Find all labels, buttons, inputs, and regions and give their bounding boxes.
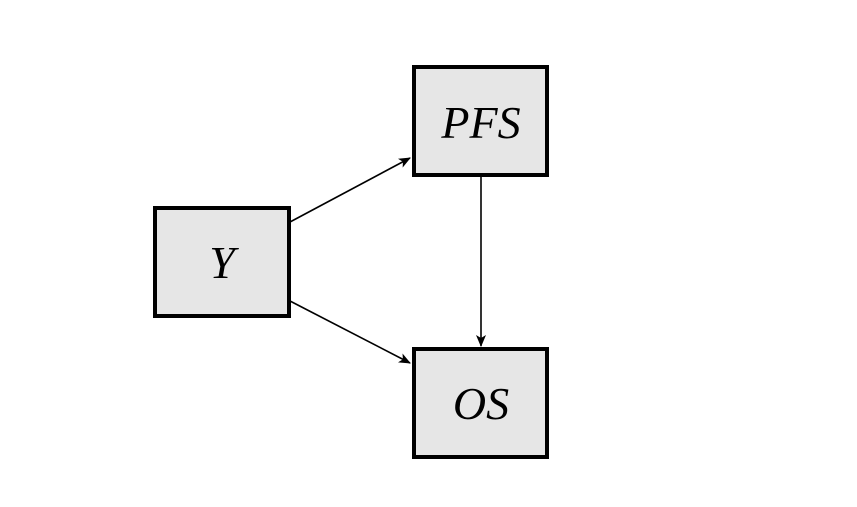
node-os-label: OS	[453, 378, 509, 429]
node-y-label: Y	[209, 237, 239, 288]
edge-y-to-os	[289, 300, 411, 364]
node-pfs: PFS	[412, 65, 549, 177]
node-os: OS	[412, 347, 549, 459]
node-pfs-label: PFS	[440, 97, 520, 148]
node-y: Y	[153, 206, 291, 318]
node-os-box	[412, 347, 549, 459]
edge-y-to-pfs	[289, 157, 411, 223]
node-pfs-box	[412, 65, 549, 177]
node-y-box	[153, 206, 291, 318]
